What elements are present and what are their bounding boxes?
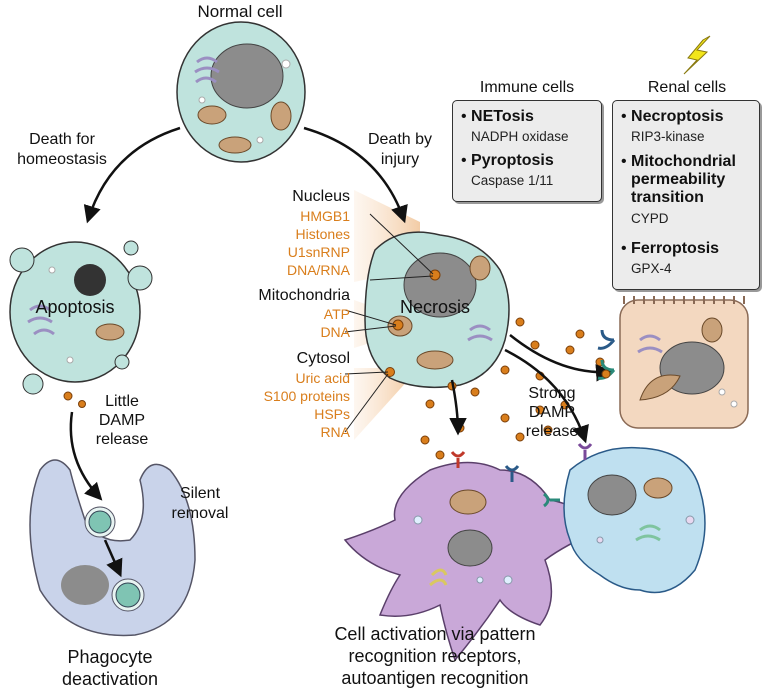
- mitochondria-damp-item: ATP: [323, 306, 350, 322]
- arrow-inside-phagocyte: [103, 539, 123, 578]
- cytosol-damp-item: Uric acid: [295, 370, 350, 386]
- phagocyte-cell: [29, 459, 196, 637]
- pyroptosis-entry: • Pyroptosis: [461, 152, 554, 169]
- necroptosis-entry: • Necroptosis: [621, 108, 724, 125]
- tubular-cell: [619, 296, 749, 429]
- dendritic-cell: [343, 461, 602, 662]
- cytosol-damp-item: S100 proteins: [263, 388, 350, 404]
- pyroptosis-name: Pyroptosis: [471, 152, 554, 169]
- ferroptosis-entry: • Ferroptosis: [621, 240, 720, 257]
- mitochondria-title: Mitochondria: [258, 287, 350, 304]
- mpt-name: Mitochondrial permeability transition: [631, 153, 736, 206]
- immune-box-title: Immune cells: [479, 79, 575, 96]
- arrow-to-dendritic-cell: [449, 379, 467, 436]
- arrow-to-apoptosis: [83, 126, 181, 224]
- normal-cell: [176, 21, 306, 163]
- cytosol-title: Cytosol: [296, 350, 350, 367]
- arrow-to-phagocyte: [69, 411, 103, 501]
- arrow-to-tubular-cell: [509, 334, 614, 382]
- cytosol-fan: [354, 368, 410, 440]
- necroptosis-detail: RIP3-kinase: [631, 129, 705, 144]
- nucleus-damp-item: U1snRNP: [287, 244, 350, 260]
- nucleus-damp-item: Histones: [295, 226, 350, 242]
- death-homeostasis-label: Death for homeostasis: [17, 131, 107, 168]
- pyroptosis-detail: Caspase 1/11: [471, 173, 554, 188]
- renal-box-title: Renal cells: [647, 79, 727, 96]
- netosis-name: NETosis: [471, 108, 534, 125]
- arrow-to-macrophage: [504, 348, 589, 444]
- renal-cells-box: • Necroptosis RIP3-kinase •Mitochondrial…: [612, 100, 760, 290]
- lightning-icon: [683, 35, 711, 75]
- immune-cells-box: • NETosis NADPH oxidase • Pyroptosis Cas…: [452, 100, 602, 202]
- necrosis-label: Necrosis: [399, 297, 470, 317]
- mitochondria-damp-item: DNA: [320, 324, 350, 340]
- necroptosis-name: Necroptosis: [631, 108, 724, 125]
- apoptosis-cell: [9, 240, 153, 395]
- netosis-entry: • NETosis: [461, 108, 534, 125]
- normal-cell-label: Normal cell: [197, 2, 283, 21]
- strong-damp-label: Strong DAMP release: [525, 385, 579, 440]
- silent-removal-label: Silent removal: [171, 485, 229, 522]
- death-injury-label: Death by injury: [367, 131, 433, 168]
- apoptosis-label: Apoptosis: [35, 297, 115, 317]
- nucleus-damp-item: DNA/RNA: [286, 262, 350, 278]
- activation-label: Cell activation via pattern recognition …: [334, 624, 536, 688]
- nucleus-title: Nucleus: [292, 188, 350, 205]
- arrow-to-necrosis: [303, 126, 408, 224]
- mpt-entry: •Mitochondrial permeability transition: [621, 153, 736, 206]
- netosis-detail: NADPH oxidase: [471, 129, 569, 144]
- little-damp-label: Little DAMP release: [95, 393, 149, 448]
- macrophage-cell: [563, 446, 706, 594]
- nucleus-damp-item: HMGB1: [300, 208, 350, 224]
- ferroptosis-detail: GPX-4: [631, 261, 672, 276]
- mpt-detail: CYPD: [631, 211, 669, 226]
- phagocyte-label: Phagocyte deactivation: [61, 647, 159, 689]
- cytosol-damp-item: HSPs: [314, 406, 350, 422]
- ferroptosis-name: Ferroptosis: [631, 240, 720, 257]
- cytosol-damp-item: RNA: [320, 424, 350, 440]
